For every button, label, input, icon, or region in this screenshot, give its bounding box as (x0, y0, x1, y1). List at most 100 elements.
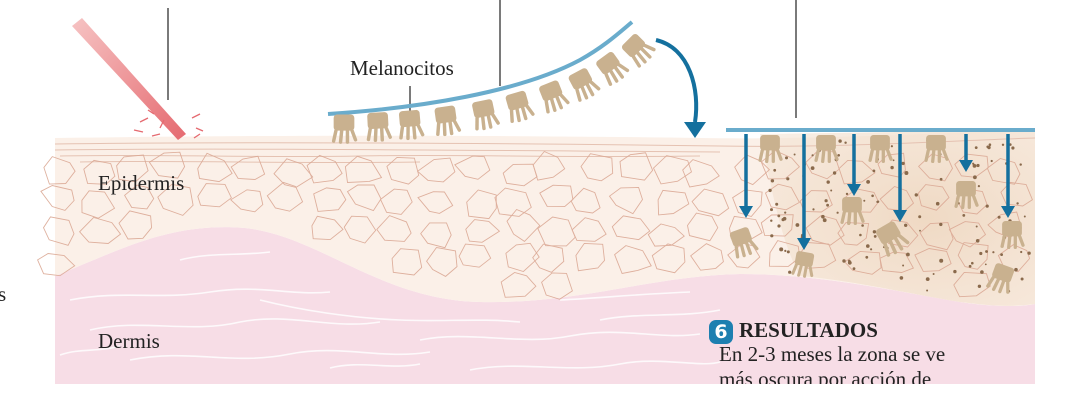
melanocyte (621, 32, 656, 67)
melanocytes-label: Melanocitos (350, 56, 454, 81)
pigment-dot (775, 203, 778, 206)
pigment-dot (866, 244, 870, 248)
pigment-dot (823, 218, 827, 222)
pigment-dot (971, 262, 974, 265)
pigment-dot (976, 226, 978, 228)
melanocyte-process (527, 105, 533, 115)
pigment-dot (978, 185, 980, 187)
pigment-dot (873, 170, 876, 173)
melanocyte-process (956, 196, 958, 206)
pigment-dot (998, 216, 1001, 219)
melanocyte-process (637, 53, 646, 62)
pigment-dot (783, 217, 787, 221)
leader-lines (168, 0, 796, 118)
result-line-1: En 2-3 meses la zona se ve (719, 342, 1049, 367)
melanocyte-process (488, 116, 490, 127)
pigment-dot (926, 277, 930, 281)
pigment-dot (1000, 253, 1003, 256)
pigment-dot (844, 142, 846, 144)
epidermis-label: Epidermis (98, 171, 184, 196)
pigment-dot (770, 220, 772, 222)
melanocyte-process (368, 129, 371, 139)
pigment-dot (976, 164, 979, 167)
step-number-badge: 6 (709, 320, 733, 344)
pigment-dot (871, 195, 874, 198)
pigment-dot (821, 215, 825, 219)
melanocyte-process (619, 63, 627, 72)
pigment-dot (973, 164, 977, 168)
melanocyte (399, 110, 423, 139)
pigment-dot (785, 156, 788, 159)
pigment-dot (1020, 163, 1022, 165)
pigment-dot (978, 285, 981, 288)
melanocyte-process (414, 126, 415, 137)
result-heading: RESULTADOS (739, 318, 878, 343)
melanocyte-body (956, 181, 976, 196)
melanocyte-process (443, 123, 446, 135)
melanocyte-process (926, 150, 928, 160)
pigment-dot (1002, 144, 1004, 146)
pigment-dot (992, 251, 994, 253)
pigment-dot (848, 261, 852, 265)
melanocyte-process (805, 266, 807, 276)
melanocyte-process (455, 121, 460, 131)
melanocyte-process (760, 150, 762, 160)
pigment-dot (784, 212, 786, 214)
pigment-dot (777, 224, 780, 227)
melanocyte-process (823, 150, 824, 161)
pigment-dot (876, 201, 878, 203)
pigment-dot (853, 267, 856, 270)
melanocyte (567, 66, 599, 101)
pigment-dot (902, 265, 904, 267)
pigment-dot (773, 169, 776, 172)
pigment-dot (811, 166, 815, 170)
dermis-label: Dermis (98, 329, 160, 354)
pigment-dot (918, 215, 921, 218)
pigment-dot (904, 171, 908, 175)
pigment-dot (826, 204, 829, 207)
pigment-dot (1011, 146, 1014, 149)
pigment-dot (976, 239, 980, 243)
melanocyte-process (575, 90, 582, 100)
pigment-dot (1024, 216, 1026, 218)
melanocyte-process (642, 49, 650, 57)
pigment-dot (777, 215, 780, 218)
melanocyte-process (587, 84, 592, 94)
pigment-dot (827, 180, 830, 183)
melanocyte-process (604, 74, 612, 84)
pigment-dot (837, 212, 839, 214)
melanocyte-body (870, 135, 890, 150)
melanocyte-process (436, 124, 440, 135)
pigment-dot (933, 273, 935, 275)
pigment-dot (859, 234, 862, 237)
melanocyte (595, 50, 629, 85)
pigment-dot (838, 139, 841, 142)
pigment-dot (926, 290, 928, 292)
melanocyte-process (933, 150, 934, 161)
pigment-dot (939, 259, 943, 263)
pigment-dot (980, 270, 984, 274)
pigment-dot (953, 270, 956, 273)
melanocyte-body (621, 33, 647, 59)
melanocyte-process (551, 99, 556, 110)
melanocyte-body (816, 135, 836, 150)
pigment-dot (991, 160, 993, 162)
pigment-dot (989, 143, 992, 146)
pigment-dot (893, 159, 895, 161)
pigment-dot (779, 247, 783, 251)
melanocyte-process (610, 71, 618, 81)
pigment-dot (985, 250, 988, 253)
melanocyte-process (450, 122, 452, 133)
pigment-dot (770, 234, 773, 237)
melanocyte-process (842, 212, 844, 222)
pigment-dot (915, 193, 918, 196)
melanocyte-process (418, 126, 422, 135)
melanocyte-process (963, 196, 964, 207)
melanocyte-process (632, 57, 641, 66)
laser-beam (72, 18, 203, 140)
melanocyte-process (341, 131, 342, 143)
melanocyte-process (877, 150, 878, 161)
pigment-dot (833, 171, 836, 174)
